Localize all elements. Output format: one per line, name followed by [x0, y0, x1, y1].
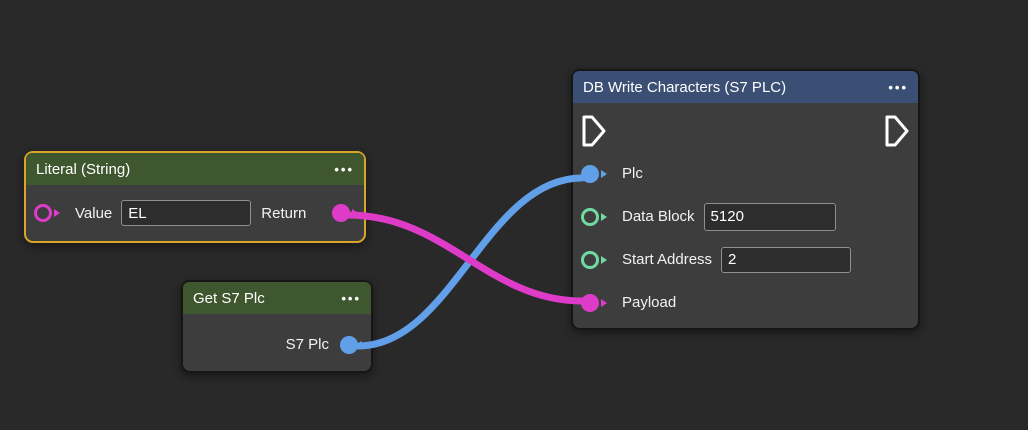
- port-circle-icon: [581, 207, 599, 226]
- data-block-input-port[interactable]: [581, 207, 608, 226]
- wire-getplc-to-plc[interactable]: [354, 174, 586, 350]
- plc-label: Plc: [622, 165, 643, 182]
- node-get-s7-plc[interactable]: Get S7 Plc ••• S7 Plc: [181, 280, 373, 373]
- start-address-label: Start Address: [622, 251, 713, 268]
- data-block-field[interactable]: [703, 202, 836, 231]
- node-get-header[interactable]: Get S7 Plc •••: [183, 282, 371, 314]
- s7-plc-output-port[interactable]: [340, 335, 367, 354]
- node-literal-title: Literal (String): [36, 160, 131, 178]
- node-db-body: Plc Data Block Start Address: [573, 103, 918, 324]
- s7-plc-output-label: S7 Plc: [285, 336, 329, 353]
- port-arrow-icon: [360, 340, 366, 349]
- menu-dots-icon[interactable]: •••: [341, 290, 361, 306]
- port-circle-icon: [581, 250, 599, 269]
- node-db-header[interactable]: DB Write Characters (S7 PLC) •••: [573, 71, 918, 103]
- node-literal-body: Value Return: [26, 185, 364, 241]
- data-block-row: Data Block: [581, 195, 910, 238]
- port-circle-icon: [581, 293, 599, 312]
- value-text-field[interactable]: [121, 200, 252, 226]
- value-label: Value: [75, 204, 113, 222]
- port-circle-icon: [34, 204, 52, 222]
- exec-pin-row: [581, 109, 910, 152]
- port-circle-icon: [332, 204, 350, 222]
- port-circle-icon: [581, 164, 599, 183]
- start-address-field[interactable]: [721, 246, 852, 273]
- return-output-port[interactable]: [332, 204, 359, 222]
- payload-input-port[interactable]: [581, 293, 608, 312]
- plc-input-port[interactable]: [581, 164, 608, 183]
- port-circle-icon: [340, 335, 358, 354]
- exec-in-pin-icon[interactable]: [581, 115, 607, 147]
- port-arrow-icon: [352, 209, 358, 217]
- node-db-title: DB Write Characters (S7 PLC): [583, 78, 787, 96]
- port-arrow-icon: [601, 255, 607, 264]
- exec-out-pin-icon[interactable]: [884, 115, 910, 147]
- menu-dots-icon[interactable]: •••: [334, 161, 354, 177]
- value-input-port[interactable]: [34, 204, 61, 222]
- port-arrow-icon: [601, 169, 607, 178]
- wire-return-to-payload[interactable]: [344, 211, 586, 305]
- node-get-title: Get S7 Plc: [193, 289, 265, 307]
- payload-row: Payload: [581, 281, 910, 324]
- node-get-body: S7 Plc: [183, 314, 371, 371]
- payload-label: Payload: [622, 294, 677, 311]
- node-db-write-characters[interactable]: DB Write Characters (S7 PLC) ••• Plc: [571, 69, 920, 330]
- node-literal-header[interactable]: Literal (String) •••: [26, 153, 364, 185]
- return-label: Return: [261, 204, 307, 222]
- data-block-label: Data Block: [622, 208, 695, 225]
- start-address-input-port[interactable]: [581, 250, 608, 269]
- port-arrow-icon: [54, 209, 60, 217]
- port-arrow-icon: [601, 212, 607, 221]
- start-address-row: Start Address: [581, 238, 910, 281]
- node-literal-string[interactable]: Literal (String) ••• Value Return: [24, 151, 366, 243]
- port-arrow-icon: [601, 298, 607, 307]
- menu-dots-icon[interactable]: •••: [888, 79, 908, 95]
- plc-row: Plc: [581, 152, 910, 195]
